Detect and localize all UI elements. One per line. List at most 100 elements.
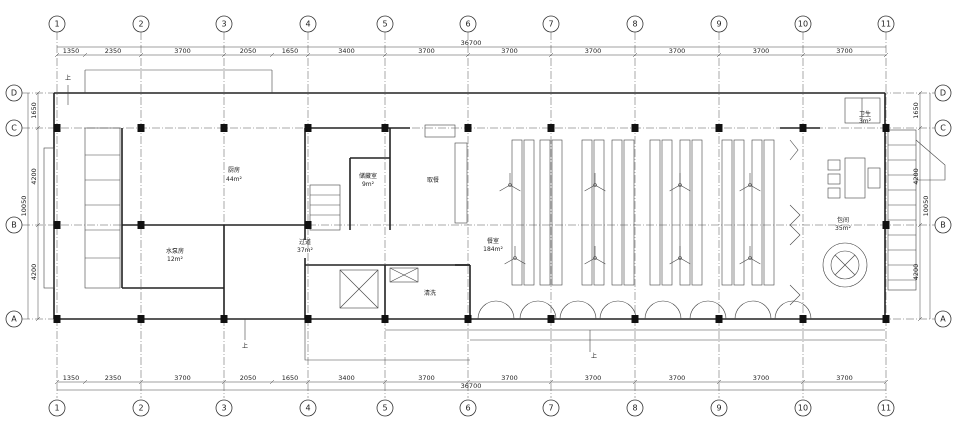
left-dim-2: 4200 xyxy=(30,264,38,281)
dining-table-5-b xyxy=(691,139,703,286)
axis-bubble-7-bottom: 7 xyxy=(542,399,560,417)
dining-table-4 xyxy=(649,139,661,286)
axis-bubble-A-left: A xyxy=(5,310,23,328)
bottom-dim-total: 36700 xyxy=(461,382,482,390)
axis-bubble-6-top: 6 xyxy=(459,15,477,33)
axis-bubble-8-bottom: 8 xyxy=(626,399,644,417)
fan-icon xyxy=(739,173,761,192)
axis-bubble-6-bottom: 6 xyxy=(459,399,477,417)
building-walls xyxy=(43,69,946,361)
svg-text:5: 5 xyxy=(382,404,387,413)
bottom-dim-2: 3700 xyxy=(174,374,191,382)
structural-columns xyxy=(53,124,890,323)
right-dim-0: 1650 xyxy=(912,102,920,119)
svg-text:1: 1 xyxy=(54,20,59,29)
svg-text:9: 9 xyxy=(716,20,721,29)
dining-table-5 xyxy=(679,139,691,286)
svg-text:C: C xyxy=(940,124,946,133)
bottom-dim-9: 3700 xyxy=(669,374,686,382)
bottom-dim-3: 2050 xyxy=(240,374,257,382)
top-dim-8: 3700 xyxy=(585,47,602,55)
axis-bubble-7-top: 7 xyxy=(542,15,560,33)
axis-bubble-9-top: 9 xyxy=(710,15,728,33)
fan-icon xyxy=(669,246,691,265)
axis-bubble-8-top: 8 xyxy=(626,15,644,33)
room-kitchen-area: 44m² xyxy=(226,176,242,183)
column-4 xyxy=(220,124,228,132)
dining-table-1 xyxy=(539,139,551,286)
axis-bubble-3-bottom: 3 xyxy=(215,399,233,417)
column-1 xyxy=(53,315,61,323)
axis-bubble-C-right: C xyxy=(934,119,952,137)
room-private-area: 35m² xyxy=(835,225,851,232)
svg-text:2: 2 xyxy=(138,20,143,29)
fan-icon xyxy=(584,173,606,192)
svg-text:4: 4 xyxy=(305,404,310,413)
column-20 xyxy=(882,124,890,132)
axis-bubble-5-bottom: 5 xyxy=(376,399,394,417)
dining-table-2 xyxy=(581,139,593,286)
axis-bubble-11-bottom: 11 xyxy=(877,399,895,417)
bottom-dim-8: 3700 xyxy=(585,374,602,382)
top-dim-2: 3700 xyxy=(174,47,191,55)
axis-bubble-C-left: C xyxy=(5,119,23,137)
axis-bubble-9-bottom: 9 xyxy=(710,399,728,417)
fan-icon xyxy=(504,246,526,265)
column-6 xyxy=(304,124,312,132)
column-8 xyxy=(381,124,389,132)
top-dim-11: 3700 xyxy=(836,47,853,55)
stair-left xyxy=(309,184,341,231)
column-16 xyxy=(715,124,723,132)
room-toilet: 卫生 xyxy=(859,110,871,118)
axis-bubble-10-top: 10 xyxy=(794,15,812,33)
entrance-door-4 xyxy=(644,300,682,320)
fan-icon xyxy=(669,173,691,192)
ceiling-fans xyxy=(499,173,761,265)
entrance-door-5 xyxy=(689,300,727,320)
column-15 xyxy=(631,315,639,323)
dining-table-7 xyxy=(751,139,763,286)
column-13 xyxy=(547,315,555,323)
axis-bubble-10-bottom: 10 xyxy=(794,399,812,417)
svg-text:8: 8 xyxy=(632,404,637,413)
fan-icon xyxy=(739,246,761,265)
svg-text:D: D xyxy=(940,89,946,98)
column-7 xyxy=(304,315,312,323)
bottom-dim-4: 1650 xyxy=(282,374,299,382)
room-storage-area: 9m² xyxy=(362,181,375,188)
svg-text:1: 1 xyxy=(54,404,59,413)
column-25 xyxy=(882,221,890,229)
dining-table-0-b xyxy=(523,139,535,286)
dining-tables xyxy=(511,139,775,286)
entrance-door-2 xyxy=(559,300,597,320)
axis-bubble-11-top: 11 xyxy=(877,15,895,33)
dining-table-2-b xyxy=(593,139,605,286)
column-2 xyxy=(137,124,145,132)
room-labels: 厨房 44m² 储藏室 9m² 取餐 水泵房 12m² 过道 37m² 餐室 1… xyxy=(65,74,872,360)
svg-text:10: 10 xyxy=(798,20,808,29)
up-marker-2: 上 xyxy=(242,342,248,350)
bottom-dim-0: 1350 xyxy=(63,374,80,382)
svg-text:9: 9 xyxy=(716,404,721,413)
axis-bubble-A-right: A xyxy=(934,310,952,328)
room-storage: 储藏室 xyxy=(359,172,377,180)
left-dim-1: 4200 xyxy=(30,168,38,185)
room-wash: 清洗 xyxy=(424,289,436,297)
room-pump: 水泵房 xyxy=(166,247,184,255)
left-dim-0: 1650 xyxy=(30,102,38,119)
stair-right xyxy=(887,129,946,291)
svg-text:7: 7 xyxy=(548,404,553,413)
entrance-door-0 xyxy=(477,300,515,320)
top-dim-4: 1650 xyxy=(282,47,299,55)
svg-text:8: 8 xyxy=(632,20,637,29)
svg-text:B: B xyxy=(11,221,17,230)
bottom-dim-5: 3400 xyxy=(338,374,355,382)
dining-table-7-b xyxy=(763,139,775,286)
column-10 xyxy=(464,124,472,132)
room-kitchen: 厨房 xyxy=(228,166,240,174)
axis-bubble-3-top: 3 xyxy=(215,15,233,33)
axis-bubble-D-right: D xyxy=(934,84,952,102)
column-11 xyxy=(464,315,472,323)
room-pump-area: 12m² xyxy=(167,256,183,263)
